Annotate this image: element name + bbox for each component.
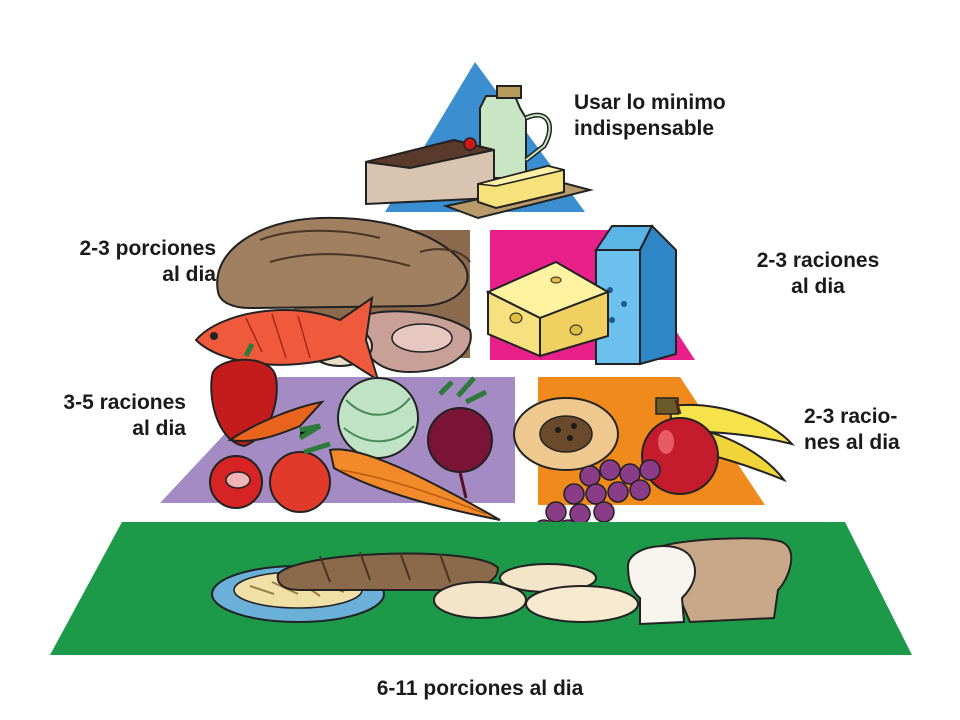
protein-tier xyxy=(194,216,472,383)
roast-chicken-icon xyxy=(216,216,471,310)
steak-icon xyxy=(358,310,472,374)
carrot-icon xyxy=(227,400,501,521)
vegetables-tier-label: 3-5 raciones al dia xyxy=(0,390,186,442)
tortilla-icon xyxy=(433,563,639,623)
fruits-tier-label: 2-3 racio- nes al dia xyxy=(804,404,900,456)
dairy-tier xyxy=(485,224,695,366)
dairy-label-line1: 2-3 raciones xyxy=(756,249,880,272)
beet-icon xyxy=(427,376,493,499)
vegetables-label-line1: 3-5 raciones xyxy=(63,391,186,414)
fruits-label-line1: 2-3 racio- xyxy=(804,405,898,428)
apple-icon xyxy=(641,399,719,495)
sliced-bread-icon xyxy=(626,537,793,626)
tomato-icon xyxy=(209,451,331,513)
dairy-tier-label: 2-3 raciones al dia xyxy=(718,248,918,300)
vegetables-label-line2: al dia xyxy=(132,417,186,440)
grains-tier xyxy=(50,522,912,655)
fats-tier-label: Usar lo minimo indispensable xyxy=(574,90,726,142)
fats-label-line2: indispensable xyxy=(574,117,715,140)
bread-loaf-icon xyxy=(276,551,500,591)
butter-icon xyxy=(442,164,594,220)
cabbage-icon xyxy=(337,377,419,459)
fats-tier xyxy=(365,62,594,220)
papaya-icon xyxy=(513,397,619,471)
protein-label-line1: 2-3 porciones xyxy=(79,237,216,260)
cake-slice-icon xyxy=(365,137,495,206)
grapes-icon xyxy=(533,459,661,541)
cheese-icon xyxy=(485,260,611,358)
vegetables-tier xyxy=(160,342,515,521)
dairy-label-line2: al dia xyxy=(791,275,845,298)
fats-label-line1: Usar lo minimo xyxy=(574,91,726,114)
grains-tier-label: 6-11 porciones al dia xyxy=(280,676,680,702)
protein-label-line2: al dia xyxy=(162,263,216,286)
protein-tier-label: 2-3 porciones al dia xyxy=(20,236,216,288)
fruits-label-line2: nes al dia xyxy=(804,431,900,454)
fruits-tier xyxy=(513,377,795,541)
grains-label-line1: 6-11 porciones al dia xyxy=(376,677,584,700)
